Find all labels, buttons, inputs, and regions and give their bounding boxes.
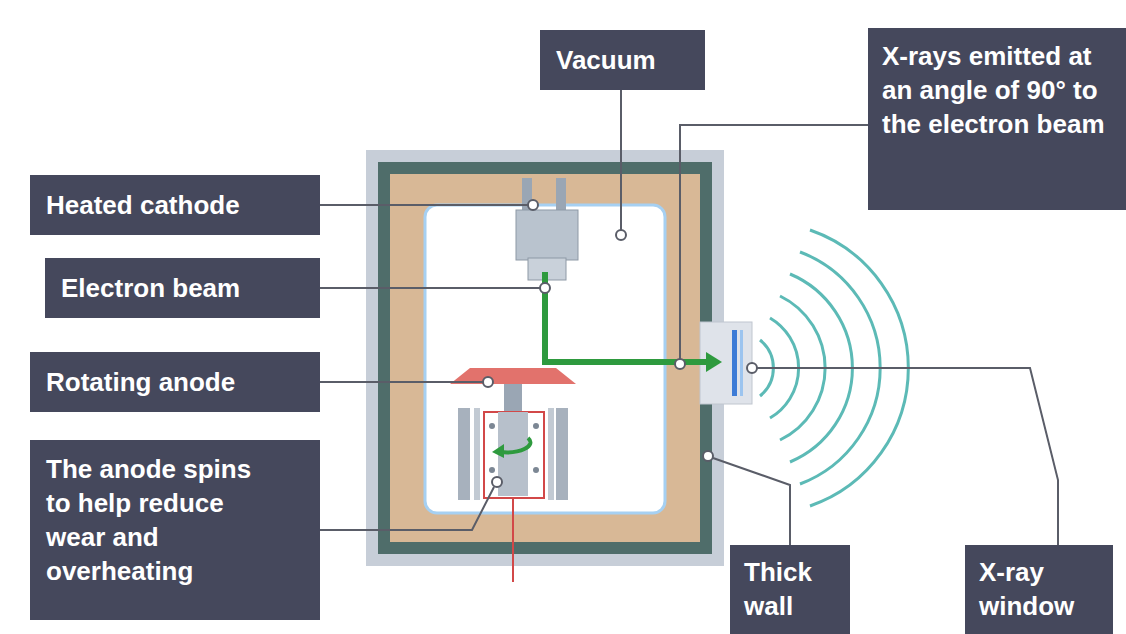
stator-bar bbox=[474, 408, 480, 500]
callout-label: Electron beam bbox=[45, 258, 320, 318]
label-text: Thick wall bbox=[744, 555, 836, 623]
callout-label: X-rays emitted at an angle of 90° to the… bbox=[868, 28, 1126, 210]
callout-label: X-ray window bbox=[965, 545, 1113, 634]
label-text: X-ray window bbox=[979, 555, 1099, 623]
stator-bar bbox=[556, 408, 568, 500]
leader-dots bbox=[483, 200, 757, 487]
spin-arrow bbox=[500, 438, 530, 452]
stator-bar bbox=[458, 408, 470, 500]
label-text: Heated cathode bbox=[46, 188, 304, 222]
window-pane bbox=[740, 330, 743, 396]
window-pane bbox=[732, 330, 737, 396]
label-text: X-rays emitted at an angle of 90° to the… bbox=[882, 39, 1112, 141]
outer-casing bbox=[366, 150, 724, 566]
label-text: Electron beam bbox=[61, 271, 304, 305]
rotor-housing bbox=[484, 412, 544, 498]
callout-label: Rotating anode bbox=[30, 352, 320, 412]
callout-label: Thick wall bbox=[730, 545, 850, 634]
spin-arrowhead bbox=[492, 444, 504, 458]
beam-arrowhead bbox=[706, 352, 722, 372]
wall-layer bbox=[378, 162, 712, 554]
anode-shaft bbox=[504, 384, 522, 414]
stator-bar bbox=[548, 408, 554, 500]
label-text: Vacuum bbox=[556, 43, 689, 77]
heated-cathode bbox=[516, 210, 578, 260]
callout-label: Vacuum bbox=[540, 30, 705, 90]
callout-label: The anode spins to help reduce wear and … bbox=[30, 440, 320, 620]
electron-beam bbox=[545, 272, 712, 362]
callout-label: Heated cathode bbox=[30, 175, 320, 235]
anode-wire bbox=[512, 498, 514, 582]
window-frame bbox=[700, 322, 752, 404]
label-text: The anode spins to help reduce wear and … bbox=[46, 452, 280, 588]
label-text: Rotating anode bbox=[46, 365, 304, 399]
